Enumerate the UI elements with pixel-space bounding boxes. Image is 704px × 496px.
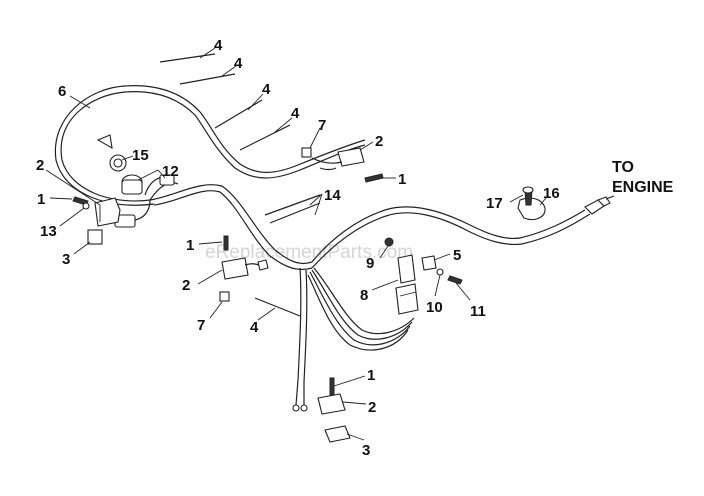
callout-2: 2 <box>182 277 190 294</box>
callout-labels: 4 4 4 4 8 6 7 2 1 15 12 2 1 13 3 14 17 1… <box>36 37 560 459</box>
callout-1: 1 <box>367 367 375 384</box>
ignition-switch-assembly <box>96 134 179 228</box>
callout-6: 6 <box>58 83 66 100</box>
callout-14: 14 <box>324 187 341 204</box>
callout-10: 10 <box>426 299 443 316</box>
lower-harness-branch <box>292 267 308 412</box>
callout-2: 2 <box>375 133 383 150</box>
engine-connector-end <box>584 195 615 215</box>
callout-13: 13 <box>40 223 57 240</box>
callout-4: 4 <box>214 37 223 54</box>
cable-ties <box>159 53 321 317</box>
callout-7: 7 <box>318 117 326 134</box>
callout-3: 3 <box>362 442 370 459</box>
callout-17: 17 <box>486 195 503 212</box>
callout-1: 1 <box>37 191 45 208</box>
connector-pigtail-wires <box>307 267 415 351</box>
upper-relay-assembly <box>301 147 384 183</box>
destination-label-line-2: ENGINE <box>612 179 674 196</box>
callout-16: 16 <box>543 185 560 202</box>
callout-4: 4 <box>291 105 300 122</box>
watermark: eReplacementParts.com <box>205 242 413 263</box>
callout-8: 8 <box>360 287 368 304</box>
callout-4: 4 <box>250 319 259 336</box>
callout-4: 4 <box>234 55 243 72</box>
callout-5: 5 <box>453 247 461 264</box>
callout-2: 2 <box>368 399 376 416</box>
callout-12: 12 <box>162 163 179 180</box>
callout-2: 2 <box>36 157 44 174</box>
callout-7: 7 <box>197 317 205 334</box>
main-harness-loop <box>54 85 591 271</box>
leader-lines <box>45 47 547 441</box>
left-bracket-assembly <box>72 196 121 245</box>
callout-1: 1 <box>186 237 194 254</box>
callout-4: 4 <box>262 81 271 98</box>
clamp-assembly <box>517 186 546 221</box>
callout-9: 9 <box>366 255 374 272</box>
destination-label-line-1: TO <box>612 159 634 176</box>
connector-cluster <box>384 237 463 315</box>
callout-1: 1 <box>398 171 406 188</box>
callout-11: 11 <box>470 303 486 320</box>
lower-bracket-assembly <box>317 377 351 443</box>
middle-relay-assembly <box>219 235 269 302</box>
callout-15: 15 <box>132 147 149 164</box>
callout-3: 3 <box>62 251 70 268</box>
